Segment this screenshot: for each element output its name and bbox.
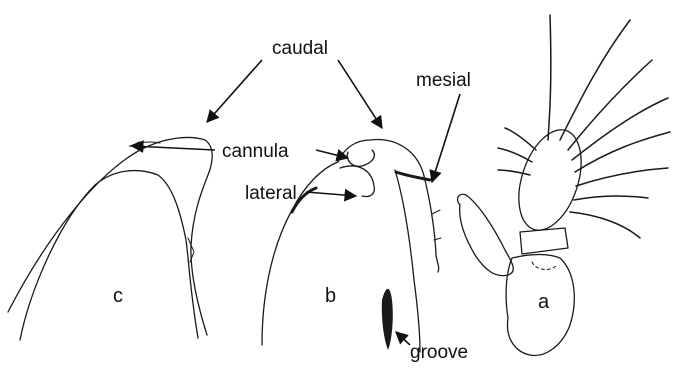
panel-a-setae bbox=[498, 15, 670, 238]
panel-a-dashed-junction bbox=[532, 262, 556, 269]
lateral-label: lateral bbox=[245, 183, 297, 204]
panel-b-label: b bbox=[325, 285, 336, 307]
panel-a-setose-segment bbox=[507, 122, 592, 238]
lateral-arrow bbox=[306, 192, 356, 196]
panel-b-right-outline bbox=[395, 170, 420, 352]
panel-a-left-lobe bbox=[458, 194, 514, 275]
groove-label: groove bbox=[410, 342, 468, 363]
panel-c-drawing bbox=[8, 137, 212, 340]
caudal-arrow-to-c bbox=[207, 60, 262, 122]
panel-b-dark-rim bbox=[396, 172, 430, 180]
panel-c-label: c bbox=[113, 285, 123, 307]
panel-c-inner-outline bbox=[20, 171, 198, 340]
mesial-label: mesial bbox=[416, 70, 471, 91]
caudal-label: caudal bbox=[272, 38, 328, 59]
mesial-arrow bbox=[432, 94, 460, 182]
caudal-arrow-to-b bbox=[338, 60, 382, 128]
groove-arrow bbox=[396, 332, 410, 345]
panel-a-label: a bbox=[538, 291, 550, 313]
panel-b-mesial-edge bbox=[424, 176, 439, 272]
panel-b-cannula-loop bbox=[347, 150, 374, 166]
cannula-label: cannula bbox=[222, 141, 289, 162]
panel-b-lateral-process bbox=[340, 166, 374, 197]
panel-b-drawing bbox=[262, 139, 441, 352]
annotation-labels: caudal mesial cannula lateral groove c b… bbox=[113, 38, 550, 363]
panel-b-groove-shading bbox=[382, 289, 393, 350]
panel-b-tip-lobe bbox=[338, 139, 424, 176]
panel-a-collar bbox=[520, 228, 568, 254]
panel-c-outer-outline bbox=[8, 137, 212, 335]
panel-a-drawing bbox=[458, 15, 670, 355]
